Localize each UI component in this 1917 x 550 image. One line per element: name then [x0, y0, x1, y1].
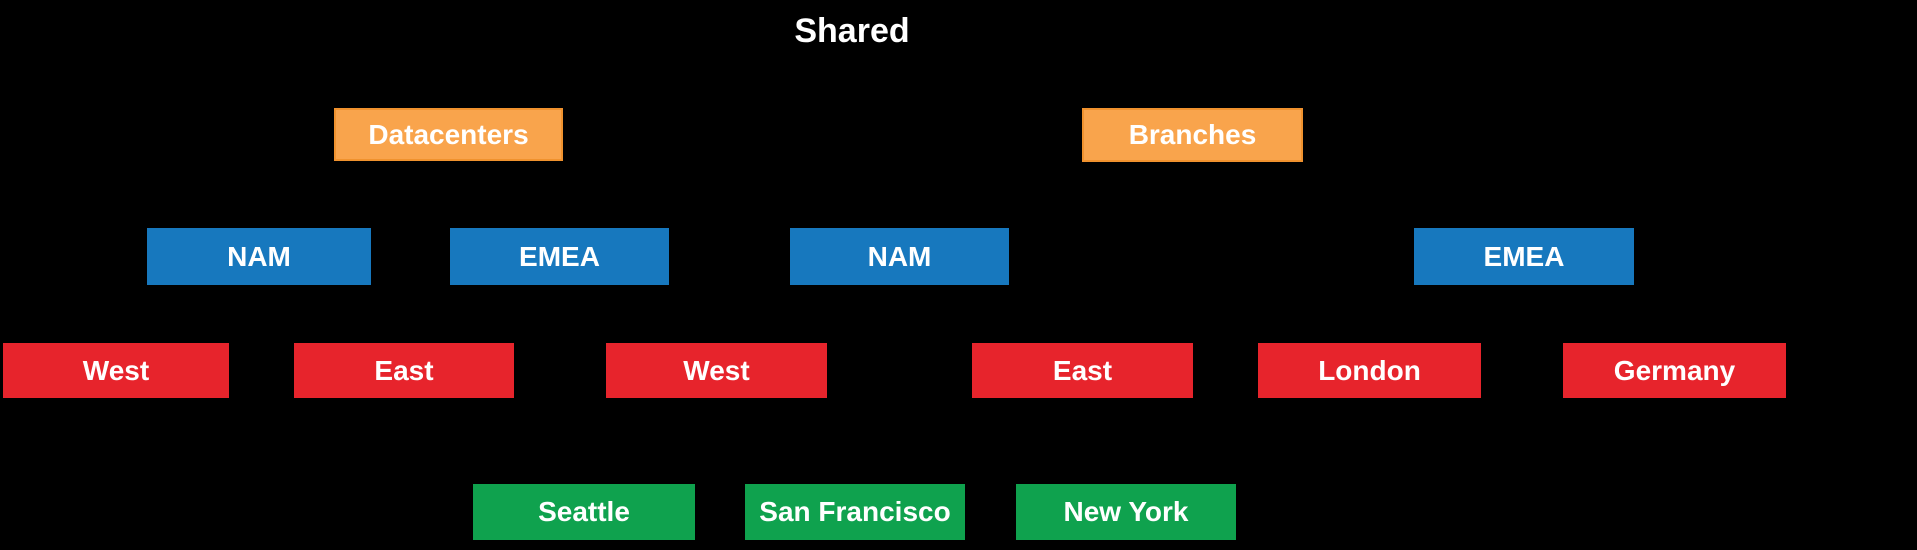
tree-node-east: East [972, 343, 1193, 398]
tree-node-emea: EMEA [1414, 228, 1634, 285]
tree-node-emea: EMEA [450, 228, 669, 285]
tree-node-datacenters: Datacenters [334, 108, 563, 161]
diagram-title: Shared [794, 12, 910, 50]
tree-node-branches: Branches [1082, 108, 1303, 162]
tree-node-new-york: New York [1016, 484, 1236, 540]
tree-node-west: West [606, 343, 827, 398]
tree-node-san-francisco: San Francisco [745, 484, 965, 540]
tree-node-germany: Germany [1563, 343, 1786, 398]
tree-node-london: London [1258, 343, 1481, 398]
tree-node-east: East [294, 343, 514, 398]
tree-node-nam: NAM [147, 228, 371, 285]
tree-node-west: West [3, 343, 229, 398]
tree-node-nam: NAM [790, 228, 1009, 285]
tree-node-seattle: Seattle [473, 484, 695, 540]
